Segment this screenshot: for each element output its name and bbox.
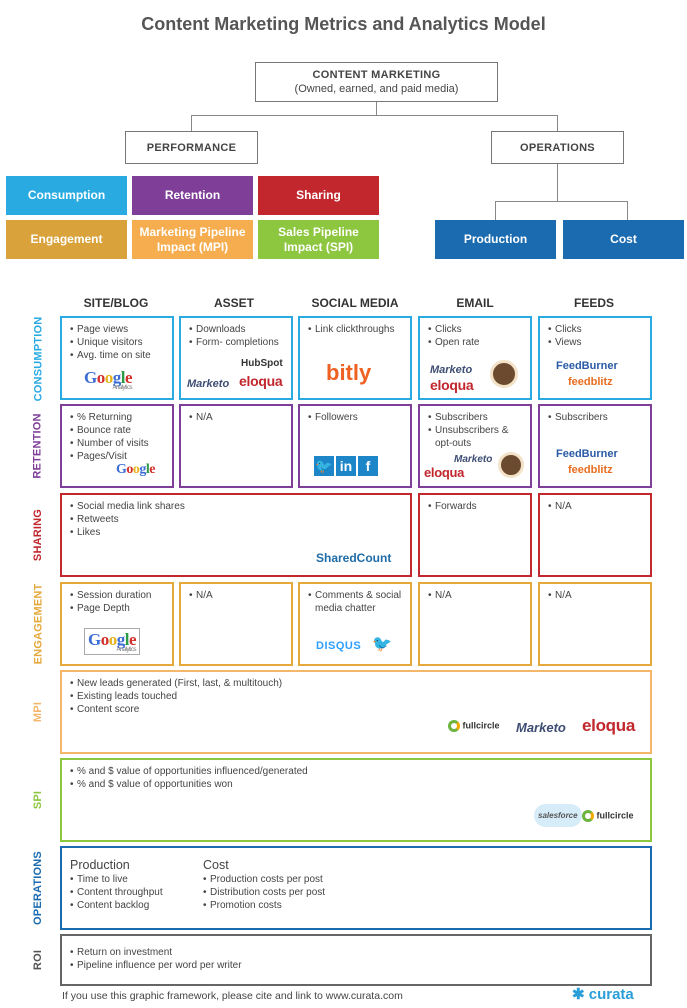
twitter-icon: 🐦: [372, 636, 392, 653]
operations-cost: Cost Production costs per postDistributi…: [203, 858, 325, 912]
cell-consumption-asset: DownloadsForm- completions HubSpot Marke…: [179, 316, 293, 400]
category-cost: Cost: [563, 220, 684, 259]
marketo-logo: Marketo: [454, 454, 493, 465]
cell-mpi: New leads generated (First, last, & mult…: [60, 670, 652, 754]
cell-spi: % and $ value of opportunities influence…: [60, 758, 652, 842]
page-title: Content Marketing Metrics and Analytics …: [141, 14, 546, 34]
column-header-social-media: SOCIAL MEDIA: [311, 296, 399, 310]
performance-node: PERFORMANCE: [125, 131, 258, 164]
category-spi: Sales Pipeline Impact (SPI): [258, 220, 379, 259]
fullcircle-logo: fullcircle: [582, 810, 634, 822]
connector: [495, 201, 496, 221]
row-label-engagement: ENGAGEMENT: [32, 583, 44, 665]
marketo-logo: Marketo: [430, 364, 473, 376]
hubspot-logo: HubSpot: [241, 358, 283, 369]
cell-roi: Return on investmentPipeline influence p…: [60, 934, 652, 986]
cell-retention-email: SubscribersUnsubscribers & opt-outs Mark…: [418, 404, 532, 488]
row-label-roi: ROI: [32, 949, 44, 971]
category-production: Production: [435, 220, 556, 259]
connector: [376, 101, 377, 115]
linkedin-icon: in: [336, 456, 356, 476]
connector: [557, 115, 558, 131]
cell-consumption-email: ClicksOpen rate Marketo eloqua: [418, 316, 532, 400]
operations-node: OPERATIONS: [491, 131, 624, 164]
cell-consumption-site: Page viewsUnique visitorsAvg. time on si…: [60, 316, 174, 400]
row-label-operations: OPERATIONS: [32, 851, 45, 925]
column-header-email: EMAIL: [456, 296, 494, 310]
mailchimp-logo: [498, 452, 524, 478]
cell-sharing-feeds: N/A: [538, 493, 652, 577]
cell-retention-asset: N/A: [179, 404, 293, 488]
cell-consumption-social: Link clickthroughs bitly: [298, 316, 412, 400]
facebook-icon: f: [358, 456, 378, 476]
sharedcount-logo: SharedCount: [316, 551, 392, 565]
cell-retention-social: Followers 🐦inf: [298, 404, 412, 488]
eloqua-logo: eloqua: [430, 377, 474, 393]
root-label: CONTENT MARKETING: [312, 69, 441, 81]
cell-sharing-email: Forwards: [418, 493, 532, 577]
category-retention: Retention: [132, 176, 253, 215]
eloqua-logo: eloqua: [424, 465, 465, 480]
production-title: Production: [70, 858, 130, 872]
column-header-site-blog: SITE/BLOG: [83, 296, 149, 310]
cell-engagement-site: Session durationPage Depth GoogleAnalyti…: [60, 582, 174, 666]
operations-production: Production Time to liveContent throughpu…: [70, 858, 163, 912]
cell-engagement-email: N/A: [418, 582, 532, 666]
disqus-logo: DISQUS: [316, 640, 362, 652]
google-analytics-logo: Google: [116, 462, 155, 477]
row-label-sharing: SHARING: [32, 508, 44, 562]
root-sublabel: (Owned, earned, and paid media): [294, 83, 459, 95]
connector: [557, 163, 558, 201]
feedburner-logo: FeedBurner: [556, 448, 618, 460]
cell-consumption-feeds: ClicksViews FeedBurner feedblitz: [538, 316, 652, 400]
fullcircle-logo: fullcircle: [448, 720, 500, 732]
footer-citation: If you use this graphic framework, pleas…: [62, 990, 403, 1002]
column-header-asset: ASSET: [213, 296, 254, 310]
twitter-icon: 🐦: [314, 456, 334, 476]
connector: [627, 201, 628, 221]
category-consumption: Consumption: [6, 176, 127, 215]
cost-title: Cost: [203, 858, 229, 872]
eloqua-logo: eloqua: [239, 373, 283, 389]
feedblitz-logo: feedblitz: [568, 464, 613, 476]
bitly-logo: bitly: [326, 360, 372, 385]
category-engagement: Engagement: [6, 220, 127, 259]
curata-logo: ✱ curata: [572, 986, 634, 1003]
row-label-mpi: MPI: [32, 701, 44, 723]
marketo-logo: Marketo: [187, 378, 230, 390]
row-label-retention: RETENTION: [32, 413, 45, 479]
row-label-spi: SPI: [32, 790, 44, 810]
row-label-consumption: CONSUMPTION: [32, 316, 45, 402]
cell-engagement-feeds: N/A: [538, 582, 652, 666]
mailchimp-logo: [490, 360, 518, 388]
marketo-logo: Marketo: [516, 720, 566, 735]
connector: [495, 201, 627, 202]
content-marketing-node: CONTENT MARKETING (Owned, earned, and pa…: [255, 62, 498, 102]
cell-retention-feeds: Subscribers FeedBurner feedblitz: [538, 404, 652, 488]
cell-engagement-asset: N/A: [179, 582, 293, 666]
category-sharing: Sharing: [258, 176, 379, 215]
eloqua-logo: eloqua: [582, 716, 635, 735]
feedburner-logo: FeedBurner: [556, 360, 618, 372]
cell-engagement-social: Comments & social media chatter DISQUS 🐦: [298, 582, 412, 666]
cell-retention-site: % ReturningBounce rateNumber of visitsPa…: [60, 404, 174, 488]
column-header-feeds: FEEDS: [573, 296, 614, 310]
cell-sharing-site-social: Social media link sharesRetweetsLikes Sh…: [60, 493, 412, 577]
connector: [191, 115, 557, 116]
connector: [191, 115, 192, 131]
salesforce-logo: salesforce: [534, 804, 582, 827]
feedblitz-logo: feedblitz: [568, 376, 613, 388]
category-mpi: Marketing Pipeline Impact (MPI): [132, 220, 253, 259]
